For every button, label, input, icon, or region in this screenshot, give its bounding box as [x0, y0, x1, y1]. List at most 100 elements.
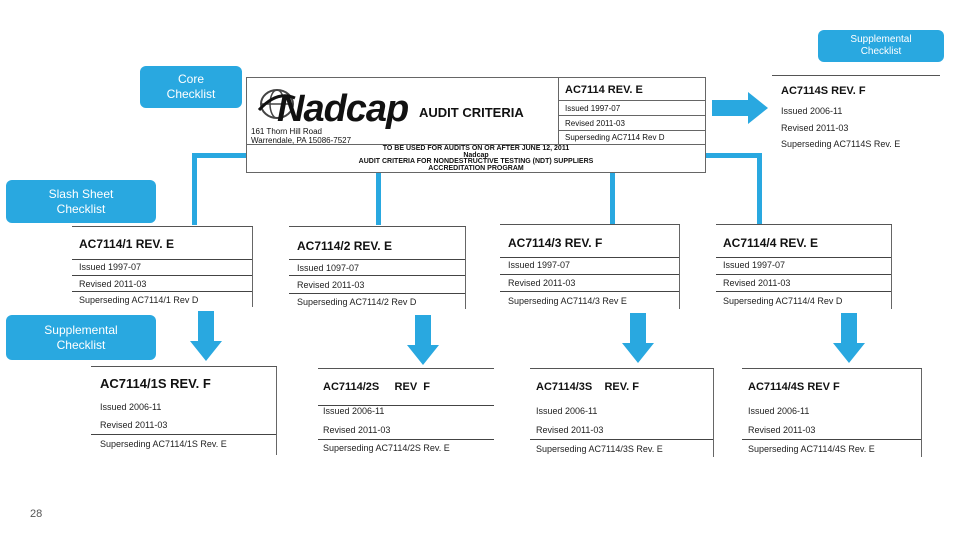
revised-date: Revised 2011-03: [100, 420, 168, 430]
callout-line: Core: [177, 72, 204, 86]
slash-sheet-document: AC7114/1 REV. E Issued 1997-07 Revised 2…: [72, 226, 253, 307]
doc-title: AC7114/2 REV. E: [297, 239, 392, 253]
callout-line: Checklist: [56, 201, 106, 216]
issued-date: Issued 2006-11: [781, 106, 843, 116]
issued-date: Issued 1997-07: [79, 262, 142, 272]
doc-title: AC7114/3 REV. F: [508, 236, 603, 250]
banner-line: ACCREDITATION PROGRAM: [428, 165, 524, 172]
arrow-down-icon: [190, 311, 222, 361]
revised-date: Revised 2011-03: [323, 425, 391, 435]
superseding-info: Superseding AC7114/2S Rev. E: [323, 443, 450, 453]
arrow-down-icon: [833, 313, 865, 363]
doc-rule: [289, 275, 466, 276]
doc-rule: [742, 439, 922, 440]
callout-line: Slash Sheet: [48, 186, 114, 201]
revised-date: Revised 2011-03: [565, 119, 625, 128]
doc-border: [465, 227, 466, 309]
revised-date: Revised 2011-03: [79, 279, 147, 289]
superseding-info: Superseding AC7114/3 Rev E: [508, 296, 627, 306]
doc-rule: [318, 405, 494, 406]
supplemental-core-document: AC7114S REV. F Issued 2006-11 Revised 20…: [772, 75, 940, 150]
doc-rule: [716, 291, 892, 292]
globe-icon: [257, 89, 296, 119]
doc-title: AC7114/4S REV F: [748, 381, 840, 393]
connector-bar: [376, 173, 381, 225]
banner-line: Nadcap: [463, 152, 489, 159]
revised-date: Revised 2011-03: [536, 425, 604, 435]
connector-bar: [192, 153, 246, 158]
doc-rule: [530, 439, 714, 440]
doc-rule: [500, 274, 680, 275]
revised-date: Revised 2011-03: [748, 425, 816, 435]
header-rule: [558, 115, 705, 116]
connector-bar: [757, 153, 762, 225]
arrow-down-icon: [622, 313, 654, 363]
doc-title: AC7114/3S REV. F: [536, 381, 639, 393]
doc-rule: [289, 259, 466, 260]
superseding-info: Superseding AC7114/1 Rev D: [79, 295, 199, 305]
doc-border: [891, 225, 892, 309]
doc-rule: [716, 274, 892, 275]
doc-rule: [716, 257, 892, 258]
doc-rule: [500, 257, 680, 258]
revised-date: Revised 2011-03: [297, 280, 365, 290]
connector-bar: [706, 153, 762, 158]
superseding-info: Superseding AC7114 Rev D: [565, 133, 665, 142]
doc-border: [921, 369, 922, 457]
superseding-info: Superseding AC7114/1S Rev. E: [100, 439, 227, 449]
doc-rule: [91, 434, 277, 435]
slide-number: 28: [30, 508, 43, 520]
revised-date: Revised 2011-03: [508, 278, 576, 288]
supplemental-document: AC7114/4S REV F Issued 2006-11 Revised 2…: [742, 368, 922, 457]
header-rule: [558, 130, 705, 131]
doc-border: [679, 225, 680, 309]
issued-date: Issued 1097-07: [297, 263, 360, 273]
slash-sheet-document: AC7114/2 REV. E Issued 1097-07 Revised 2…: [289, 226, 466, 309]
doc-rule: [72, 259, 253, 260]
doc-border: [252, 227, 253, 307]
supplemental-document: AC7114/3S REV. F Issued 2006-11 Revised …: [530, 368, 714, 457]
doc-number: AC7114 REV. E: [565, 84, 643, 96]
doc-title: AC7114/4 REV. E: [723, 236, 818, 250]
doc-border: [713, 369, 714, 457]
superseding-info: Superseding AC7114/4 Rev D: [723, 296, 843, 306]
address-line: Warrendale, PA 15086-7527: [251, 136, 352, 145]
nadcap-logo: Nadcap: [277, 88, 409, 130]
slash-sheet-document: AC7114/3 REV. F Issued 1997-07 Revised 2…: [500, 224, 680, 309]
issued-date: Issued 1997-07: [723, 260, 786, 270]
address-line: 161 Thorn Hill Road: [251, 127, 323, 136]
supplemental-document: AC7114/1S REV. F Issued 2006-11 Revised …: [91, 366, 277, 455]
issued-date: Issued 1997-07: [508, 260, 571, 270]
audit-criteria-heading: AUDIT CRITERIA: [419, 105, 524, 120]
doc-border: [276, 367, 277, 455]
header-divider: [558, 78, 559, 144]
superseding-info: Superseding AC7114/4S Rev. E: [748, 444, 875, 454]
callout-line: Checklist: [860, 46, 902, 57]
doc-title: AC7114/1S REV. F: [100, 376, 211, 391]
arrow-right-icon: [712, 92, 768, 124]
issued-date: Issued 2006-11: [100, 402, 162, 412]
banner-line: AUDIT CRITERIA FOR NONDESTRUCTIVE TESTIN…: [358, 158, 594, 165]
doc-title: AC7114/2S REV F: [323, 381, 430, 393]
connector-bar: [610, 173, 615, 225]
banner-line: TO BE USED FOR AUDITS ON OR AFTER JUNE 1…: [382, 145, 570, 152]
superseding-info: Superseding AC7114S Rev. E: [781, 139, 901, 149]
superseding-info: Superseding AC7114/2 Rev D: [297, 297, 417, 307]
connector-bar: [192, 153, 197, 225]
header-rule: [247, 144, 705, 145]
slash-sheet-document: AC7114/4 REV. E Issued 1997-07 Revised 2…: [716, 224, 892, 309]
doc-title: AC7114/1 REV. E: [79, 237, 174, 251]
doc-rule: [289, 293, 466, 294]
issued-date: Issued 1997-07: [565, 104, 621, 113]
issued-date: Issued 2006-11: [323, 406, 385, 416]
core-audit-criteria-header: Nadcap AUDIT CRITERIA 161 Thorn Hill Roa…: [246, 77, 706, 173]
issued-date: Issued 2006-11: [748, 406, 810, 416]
issued-date: Issued 2006-11: [536, 406, 598, 416]
callout-line: Supplemental: [44, 322, 118, 337]
doc-rule: [72, 275, 253, 276]
header-rule: [558, 100, 705, 101]
revised-date: Revised 2011-03: [723, 278, 791, 288]
